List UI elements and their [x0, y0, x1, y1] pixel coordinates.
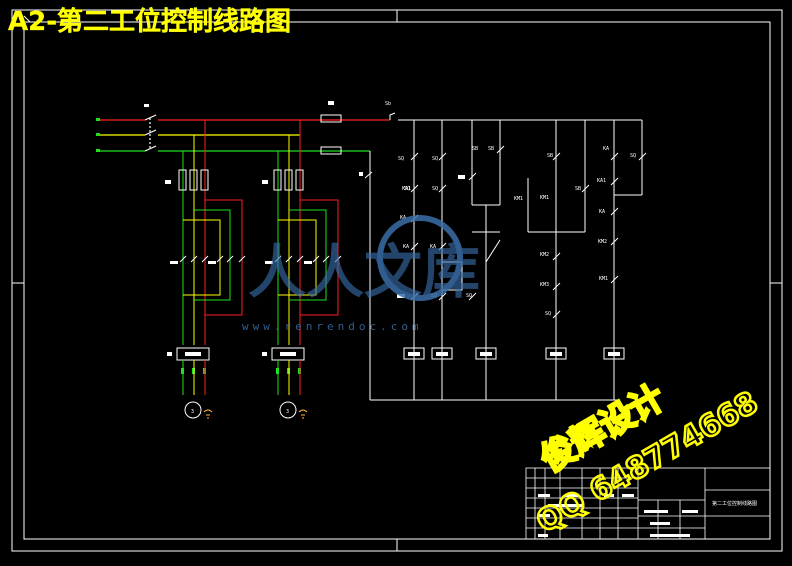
- svg-text:SQ: SQ: [398, 156, 404, 162]
- svg-text:SB: SB: [575, 186, 581, 192]
- svg-text:SQ: SQ: [432, 156, 438, 162]
- power-section: Sb: [96, 101, 391, 155]
- svg-text:SQ: SQ: [545, 311, 551, 317]
- fuse-fu2: [320, 146, 342, 155]
- watermark-logo: 人人文库 www.renrendoc.com: [242, 215, 480, 333]
- coil-km2: [475, 347, 497, 360]
- title-block: [525, 467, 771, 540]
- svg-text:KA: KA: [599, 209, 605, 215]
- svg-text:SQ: SQ: [630, 153, 636, 159]
- coil-ka1: [603, 347, 625, 360]
- motor-1: [184, 401, 202, 419]
- thermal-relay-1: [176, 347, 210, 361]
- logo-circle-icon: [377, 215, 463, 301]
- sb-start-label: Sb: [385, 101, 391, 107]
- fuse-fu1: [320, 114, 342, 123]
- qs-label: [144, 104, 149, 107]
- drawing-frame: [11, 9, 783, 552]
- svg-text:人人文库: 人人文库: [248, 238, 480, 306]
- motor-2: [279, 401, 297, 419]
- svg-text:KM1: KM1: [599, 276, 608, 282]
- svg-text:SB: SB: [488, 146, 494, 152]
- terminal-l1: [96, 118, 100, 121]
- terminal-l2: [96, 133, 100, 136]
- svg-text:SB: SB: [472, 146, 478, 152]
- drawing-name: 第二工位控制线路图: [712, 500, 757, 507]
- svg-text:3: 3: [286, 409, 289, 415]
- svg-text:KA: KA: [400, 215, 406, 221]
- svg-text:SQ: SQ: [404, 186, 410, 192]
- svg-text:SQ: SQ: [466, 293, 472, 299]
- motor-circuit-1: 3: [165, 120, 246, 419]
- coil-ka: [403, 347, 425, 360]
- title-block-text: [538, 494, 698, 537]
- svg-text:KM3: KM3: [540, 282, 549, 288]
- terminal-l3: [96, 149, 100, 152]
- svg-text:3: 3: [191, 409, 194, 415]
- svg-text:KM2: KM2: [540, 252, 549, 258]
- svg-text:KM1: KM1: [540, 195, 549, 201]
- coil-km3: [545, 347, 567, 360]
- motor-circuit-2: 3: [262, 120, 342, 419]
- svg-text:SQ: SQ: [432, 186, 438, 192]
- svg-text:KA: KA: [430, 244, 436, 250]
- svg-text:KM2: KM2: [598, 239, 607, 245]
- svg-text:KA1: KA1: [402, 186, 411, 192]
- ground-icon: [203, 409, 213, 419]
- fu-label: [328, 101, 334, 105]
- svg-text:SB: SB: [547, 153, 553, 159]
- svg-text:KA1: KA1: [597, 178, 606, 184]
- drawing-title: A2-第二工位控制线路图: [8, 6, 291, 37]
- svg-text:KM1: KM1: [514, 196, 523, 202]
- watermark-site: www.renrendoc.com: [242, 320, 423, 333]
- thermal-relay-2: [271, 347, 305, 361]
- ground-icon: [298, 409, 308, 419]
- svg-text:KA: KA: [603, 146, 609, 152]
- control-circuit: [364, 112, 647, 401]
- coil-km1: [431, 347, 453, 360]
- svg-text:KA: KA: [403, 244, 409, 250]
